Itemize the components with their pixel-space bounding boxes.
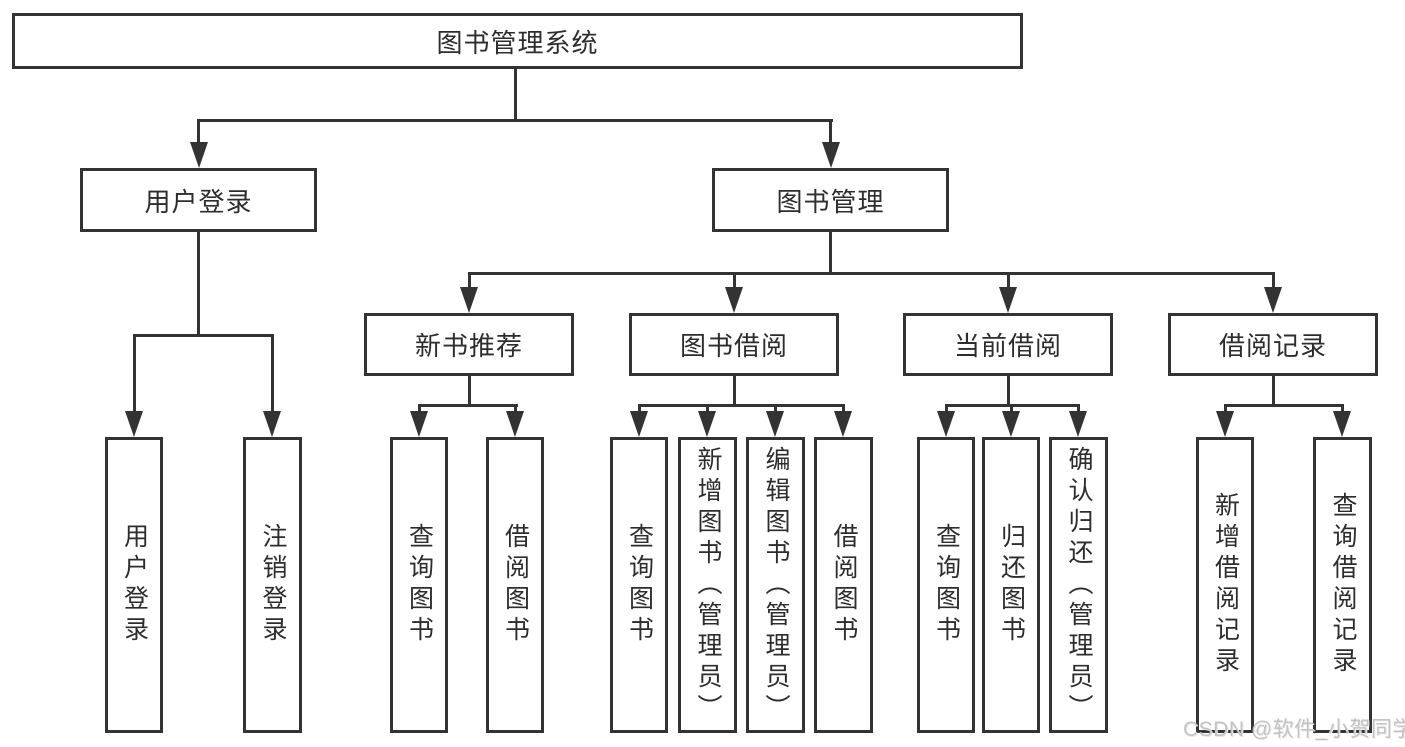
arrowhead-to-leaf-add-books-admin xyxy=(698,411,716,437)
connector-root-stem xyxy=(514,69,517,120)
node-book-management: 图书管理 xyxy=(712,168,949,232)
connector-root-branch xyxy=(197,119,833,122)
connector-records-stem xyxy=(1272,376,1275,405)
leaf-logout: 注销登录 xyxy=(243,437,302,733)
arrowhead-to-new-book-recommendation xyxy=(460,287,478,313)
connector-current-drop-2 xyxy=(1010,404,1013,412)
arrowhead-to-leaf-query-books-recommend xyxy=(410,411,428,437)
arrowhead-to-leaf-query-books-current xyxy=(937,411,955,437)
arrowhead-to-user-login xyxy=(190,142,208,168)
node-user-login: 用户登录 xyxy=(80,168,317,232)
node-current-borrowing-label: 当前借阅 xyxy=(953,331,1062,361)
connector-borrowing-drop-2 xyxy=(706,404,709,412)
arrowhead-to-leaf-borrow-books-recommend xyxy=(506,411,524,437)
node-borrowing-records-label: 借阅记录 xyxy=(1218,331,1327,361)
connector-book-management-stem xyxy=(829,232,832,273)
leaf-add-borrow-record: 新增借阅记录 xyxy=(1196,437,1254,733)
leaf-query-books-recommend: 查询图书 xyxy=(390,437,448,733)
arrowhead-to-leaf-borrow-books-borrow xyxy=(834,411,852,437)
leaf-query-books-recommend-label: 查询图书 xyxy=(405,523,434,647)
arrowhead-to-leaf-confirm-return-admin xyxy=(1069,411,1087,437)
arrowhead-to-leaf-edit-books-admin xyxy=(766,411,784,437)
arrowhead-to-leaf-query-borrow-record xyxy=(1333,411,1351,437)
arrowhead-to-book-management xyxy=(822,142,840,168)
connector-recommend-stem xyxy=(468,376,471,405)
leaf-user-login-label: 用户登录 xyxy=(120,523,149,647)
node-new-book-recommendation-label: 新书推荐 xyxy=(414,331,523,361)
leaf-user-login: 用户登录 xyxy=(105,437,163,733)
connector-recommend-drop-1 xyxy=(418,404,421,412)
arrowhead-to-leaf-add-borrow-record xyxy=(1216,411,1234,437)
connector-user-login-drop-2 xyxy=(271,334,274,412)
leaf-edit-books-admin: 编辑图书（管理员） xyxy=(746,437,805,733)
node-new-book-recommendation: 新书推荐 xyxy=(364,313,574,376)
connector-root-drop-left xyxy=(197,119,200,143)
connector-bm-drop-1 xyxy=(468,272,471,288)
arrowhead-to-current-borrowing xyxy=(999,287,1017,313)
leaf-borrow-books-recommend: 借阅图书 xyxy=(486,437,544,733)
arrowhead-to-leaf-user-login xyxy=(125,411,143,437)
leaf-add-books-admin-label: 新增图书（管理员） xyxy=(694,445,722,725)
leaf-confirm-return-admin-label: 确认归还（管理员） xyxy=(1065,445,1093,725)
connector-borrowing-drop-4 xyxy=(842,404,845,412)
connector-borrowing-branch xyxy=(638,404,845,407)
connector-current-stem xyxy=(1007,376,1010,405)
connector-user-login-stem xyxy=(197,232,200,335)
connector-borrowing-drop-3 xyxy=(774,404,777,412)
leaf-confirm-return-admin: 确认归还（管理员） xyxy=(1049,437,1108,733)
node-root-label: 图书管理系统 xyxy=(436,27,599,58)
connector-bm-drop-2 xyxy=(733,272,736,288)
leaf-query-books-current-label: 查询图书 xyxy=(932,523,961,647)
connector-records-branch xyxy=(1224,404,1344,407)
leaf-return-books: 归还图书 xyxy=(982,437,1040,733)
node-borrowing-records: 借阅记录 xyxy=(1168,313,1378,376)
connector-bm-drop-4 xyxy=(1272,272,1275,288)
connector-bm-drop-3 xyxy=(1007,272,1010,288)
leaf-logout-label: 注销登录 xyxy=(259,523,287,647)
leaf-add-borrow-record-label: 新增借阅记录 xyxy=(1211,492,1240,678)
connector-records-drop-1 xyxy=(1224,404,1227,412)
arrowhead-to-leaf-logout xyxy=(263,411,281,437)
arrowhead-to-borrowing-records xyxy=(1264,287,1282,313)
node-current-borrowing: 当前借阅 xyxy=(903,313,1113,376)
connector-recommend-branch xyxy=(418,404,518,407)
connector-current-drop-3 xyxy=(1077,404,1080,412)
connector-user-login-branch xyxy=(133,334,274,337)
leaf-query-books-current: 查询图书 xyxy=(917,437,975,733)
leaf-borrow-books-borrow-label: 借阅图书 xyxy=(830,523,858,647)
node-book-management-label: 图书管理 xyxy=(776,186,885,217)
leaf-edit-books-admin-label: 编辑图书（管理员） xyxy=(762,445,790,725)
connector-root-drop-right xyxy=(829,119,832,143)
leaf-borrow-books-recommend-label: 借阅图书 xyxy=(501,523,530,647)
node-book-borrowing-label: 图书借阅 xyxy=(679,331,788,361)
leaf-return-books-label: 归还图书 xyxy=(997,523,1026,647)
leaf-add-books-admin: 新增图书（管理员） xyxy=(678,437,737,733)
leaf-query-borrow-record: 查询借阅记录 xyxy=(1313,437,1372,733)
connector-user-login-drop-1 xyxy=(133,334,136,412)
arrowhead-to-leaf-return-books xyxy=(1002,411,1020,437)
connector-records-drop-2 xyxy=(1341,404,1344,412)
node-root: 图书管理系统 xyxy=(12,13,1023,69)
leaf-query-books-borrow: 查询图书 xyxy=(610,437,668,733)
connector-book-management-branch xyxy=(468,272,1275,275)
leaf-query-borrow-record-label: 查询借阅记录 xyxy=(1329,492,1357,678)
arrowhead-to-leaf-query-books-borrow xyxy=(630,411,648,437)
connector-borrowing-drop-1 xyxy=(638,404,641,412)
csdn-watermark: CSDN @软件_小贺同学 xyxy=(1183,718,1405,741)
connector-recommend-drop-2 xyxy=(514,404,517,412)
node-user-login-label: 用户登录 xyxy=(144,186,253,217)
node-book-borrowing: 图书借阅 xyxy=(629,313,839,376)
connector-borrowing-stem xyxy=(733,376,736,405)
leaf-borrow-books-borrow: 借阅图书 xyxy=(814,437,873,733)
arrowhead-to-book-borrowing xyxy=(725,287,743,313)
leaf-query-books-borrow-label: 查询图书 xyxy=(625,523,654,647)
connector-current-drop-1 xyxy=(945,404,948,412)
